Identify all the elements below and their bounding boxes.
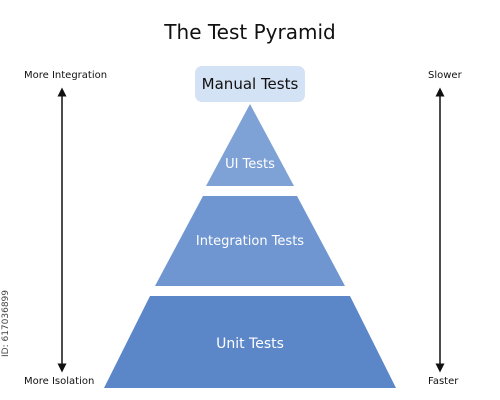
integration-tests-tier [155, 196, 345, 286]
right-bottom-label: Faster [428, 376, 459, 387]
left-bottom-label: More Isolation [24, 376, 95, 387]
unit-tests-label: Unit Tests [216, 336, 284, 352]
page-title: The Test Pyramid [164, 20, 336, 44]
unit-tests-tier [104, 296, 396, 388]
ui-tests-label: UI Tests [225, 157, 275, 172]
left-top-label: More Integration [24, 70, 108, 81]
integration-tests-label: Integration Tests [195, 234, 305, 249]
image-id-label: ID: 617036899 [1, 290, 11, 358]
right-top-label: Slower [428, 70, 462, 81]
ui-tests-tier [206, 104, 294, 186]
manual-tests-box: Manual Tests [195, 66, 305, 102]
